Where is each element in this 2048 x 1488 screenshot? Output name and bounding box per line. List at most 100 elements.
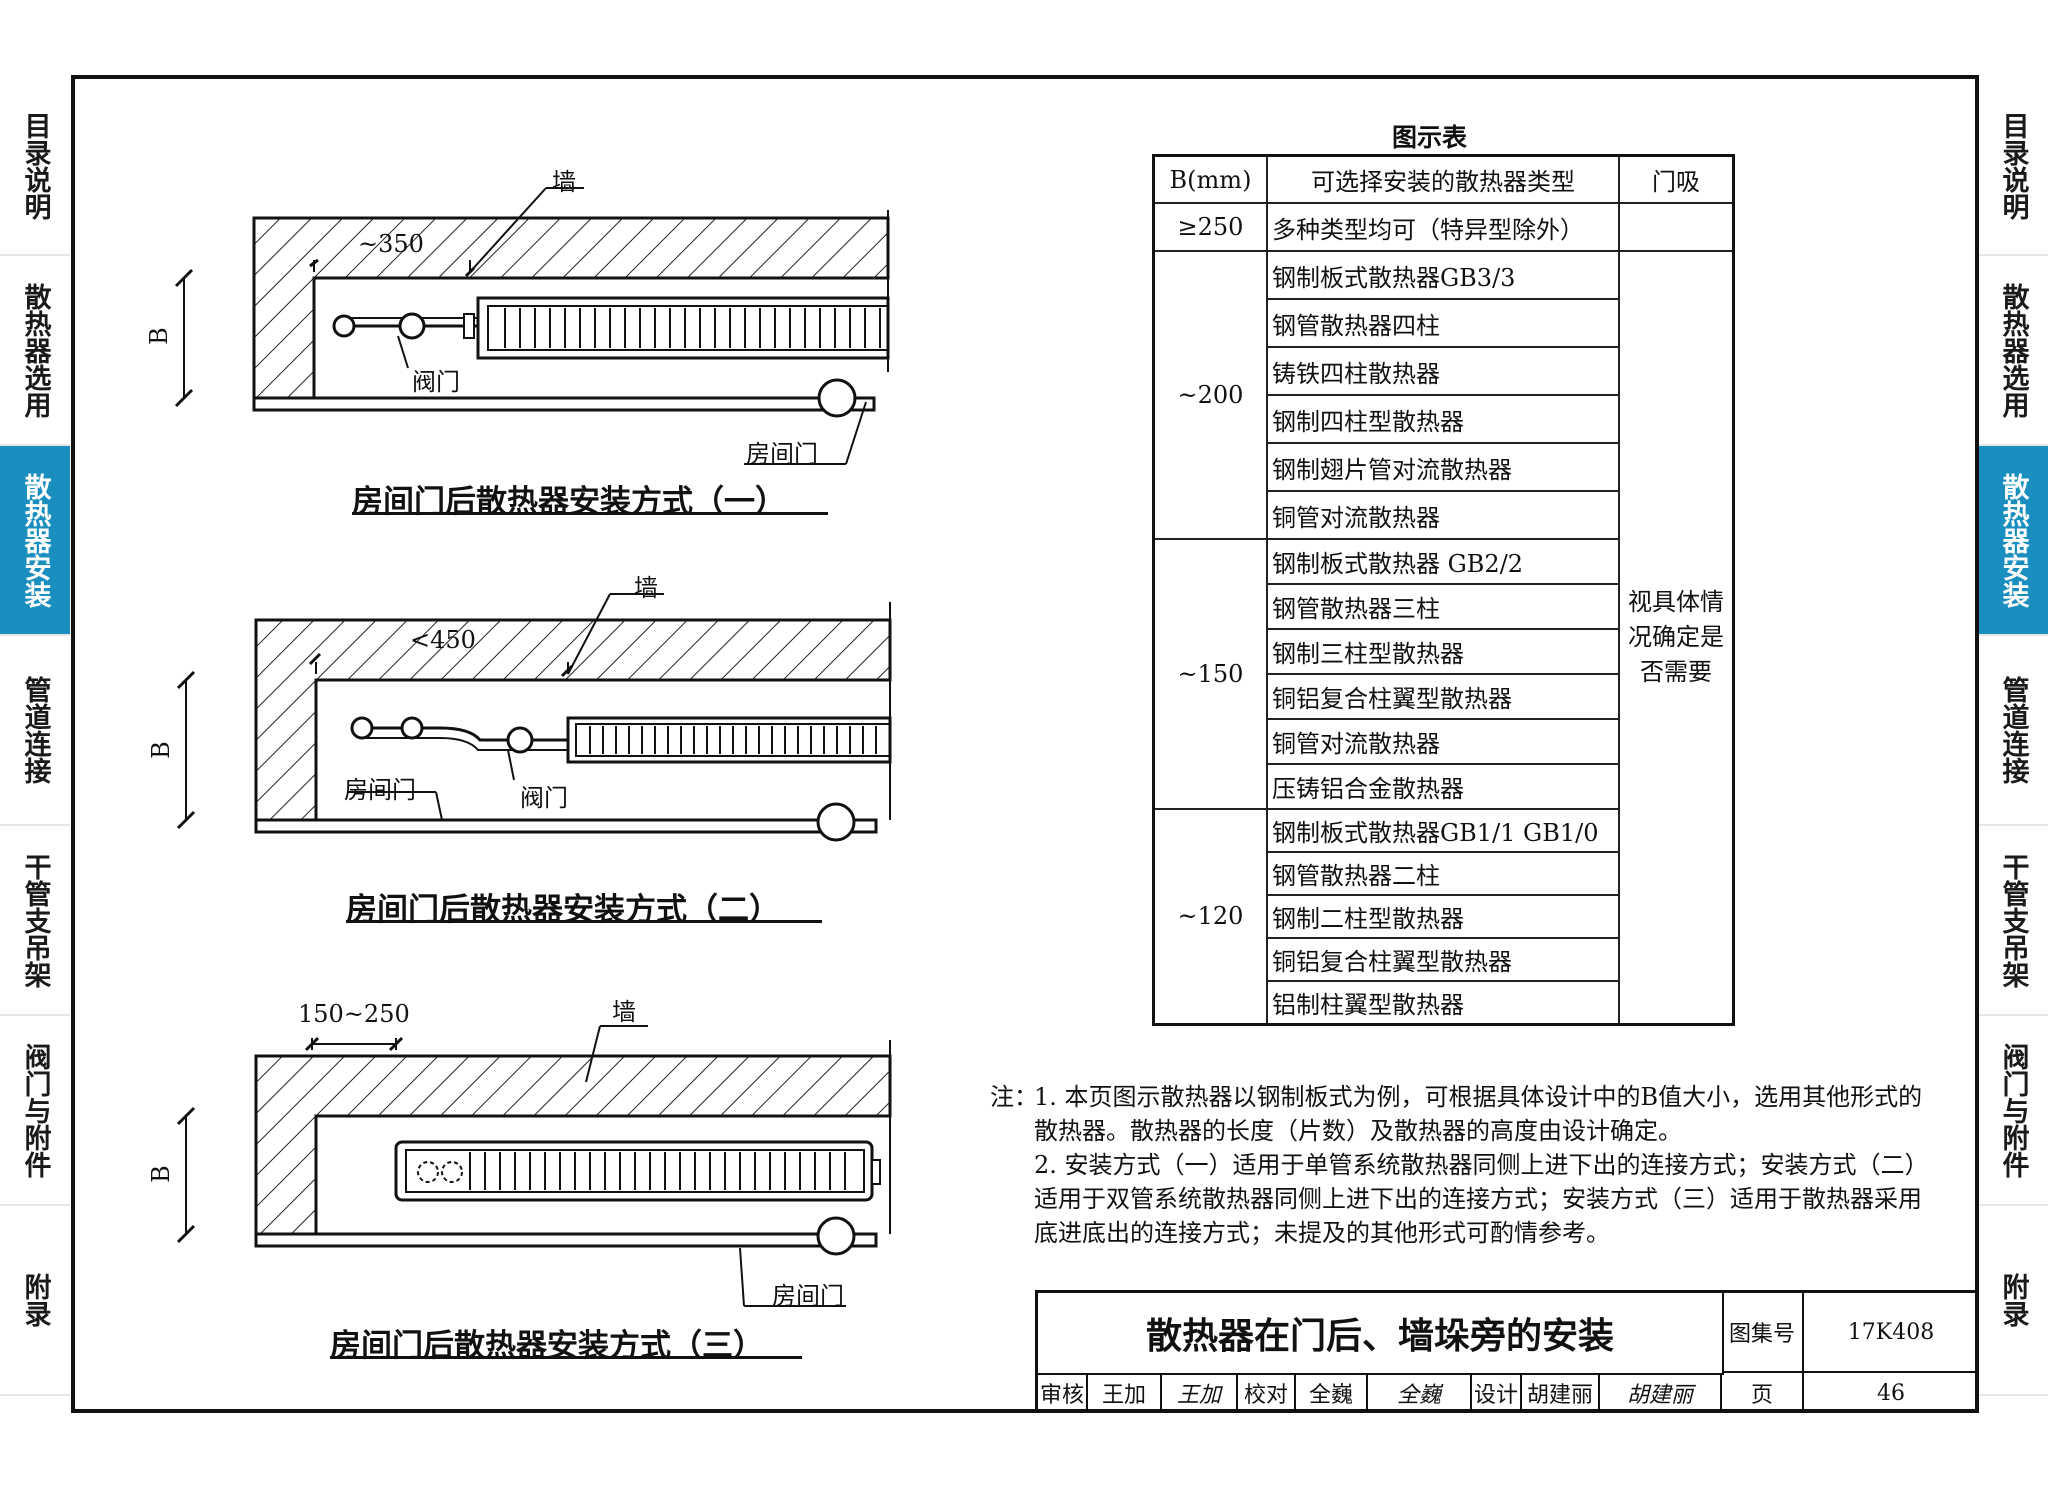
- left-tab-label: 散热器安装: [19, 472, 51, 608]
- right-tab-label: 散热器选用: [1997, 282, 2029, 418]
- left-tab-label: 附录: [19, 1273, 51, 1327]
- radiator-type-cell: 钢制四柱型散热器: [1266, 394, 1620, 444]
- drawing-3: [176, 1025, 892, 1307]
- design-label: 设计: [1472, 1373, 1522, 1413]
- legend-row: 铜铝复合柱翼型散热器: [1154, 937, 1734, 982]
- door-stop-note-cell: 视具体情况确定是否需要: [1618, 250, 1735, 1025]
- right-tab-5[interactable]: 干管支吊架: [1978, 826, 2048, 1016]
- radiator-type-cell: 铜管对流散热器: [1266, 490, 1620, 540]
- b-label-2: B: [146, 741, 175, 759]
- drawing-1: [174, 187, 890, 465]
- radiator-type-cell: 铸铁四柱散热器: [1266, 346, 1620, 396]
- b-label-1: B: [144, 327, 173, 345]
- legend-row: 钢管散热器二柱: [1154, 851, 1734, 896]
- legend-row: 钢管散热器三柱: [1154, 583, 1734, 630]
- legend-row: 压铸铝合金散热器: [1154, 763, 1734, 810]
- checker-name: 全巍: [1296, 1373, 1368, 1413]
- legend-row: 钢制四柱型散热器: [1154, 394, 1734, 444]
- right-tab-label: 阀门与附件: [1997, 1042, 2029, 1178]
- door-label-1: 房间门: [746, 440, 818, 468]
- b-label-3: B: [146, 1165, 175, 1183]
- designer-name: 胡建丽: [1522, 1373, 1600, 1413]
- header-door-stop: 门吸: [1618, 154, 1735, 204]
- left-tab-label: 干管支吊架: [19, 852, 51, 988]
- right-tab-4[interactable]: 管道连接: [1978, 636, 2048, 826]
- title-block: 散热器在门后、墙垛旁的安装 图集号 17K408 审核 王加 王加 校对 全巍 …: [1035, 1290, 1978, 1413]
- right-tab-label: 管道连接: [1997, 676, 2029, 784]
- drawing-frame: [71, 75, 1979, 1413]
- left-nav: 目录说明散热器选用散热器安装管道连接干管支吊架阀门与附件附录: [0, 78, 70, 1396]
- left-tab-label: 管道连接: [19, 676, 51, 784]
- right-nav: 目录说明散热器选用散热器安装管道连接干管支吊架阀门与附件附录: [1978, 78, 2048, 1396]
- page-number: 46: [1877, 1380, 1905, 1406]
- left-tab-2[interactable]: 散热器选用: [0, 256, 70, 446]
- left-tab-3[interactable]: 散热器安装: [0, 446, 70, 636]
- right-tab-6[interactable]: 阀门与附件: [1978, 1016, 2048, 1206]
- right-tab-3[interactable]: 散热器安装: [1978, 446, 2048, 636]
- door-stop: [816, 1216, 856, 1256]
- right-tab-label: 目录说明: [1997, 112, 2029, 220]
- legend-row: 钢制二柱型散热器: [1154, 894, 1734, 939]
- legend-table-title: 图示表: [1392, 123, 1468, 152]
- radiator-type-cell: 钢制板式散热器GB1/1 GB1/0: [1266, 808, 1620, 853]
- dimension-label-3: 150~250: [298, 1000, 410, 1028]
- right-tab-label: 附录: [1997, 1273, 2029, 1327]
- right-tab-1[interactable]: 目录说明: [1978, 78, 2048, 256]
- radiator-type-cell: 钢管散热器二柱: [1266, 851, 1620, 896]
- b-value-cell: ~120: [1152, 808, 1268, 1025]
- radiator-type-cell: 铜铝复合柱翼型散热器: [1266, 673, 1620, 720]
- legend-row: 钢制三柱型散热器: [1154, 628, 1734, 675]
- b-value-cell: ~150: [1152, 538, 1268, 810]
- legend-row: 铸铁四柱散热器: [1154, 346, 1734, 396]
- right-tab-label: 散热器安装: [1997, 472, 2029, 608]
- legend-row: 钢管散热器四柱: [1154, 298, 1734, 348]
- right-tab-7[interactable]: 附录: [1978, 1206, 2048, 1396]
- wall-label-3: 墙: [612, 998, 636, 1026]
- radiator-type-cell: 钢制板式散热器GB3/3: [1266, 250, 1620, 300]
- radiator-type-cell: 钢制板式散热器 GB2/2: [1266, 538, 1620, 585]
- left-tab-6[interactable]: 阀门与附件: [0, 1016, 70, 1206]
- wall-label-1: 墙: [552, 168, 576, 196]
- valve-symbol: [506, 726, 534, 754]
- left-tab-5[interactable]: 干管支吊架: [0, 826, 70, 1016]
- left-tab-1[interactable]: 目录说明: [0, 78, 70, 256]
- note-1: 1. 本页图示散热器以钢制板式为例，可根据具体设计中的B值大小，选用其他形式的散…: [1034, 1083, 1923, 1145]
- b-value-cell: ≥250: [1152, 202, 1268, 252]
- reviewer-signature: 王加: [1162, 1373, 1238, 1413]
- legend-row: 钢制翅片管对流散热器: [1154, 442, 1734, 492]
- note-2: 2. 安装方式（一）适用于单管系统散热器同侧上进下出的连接方式；安装方式（二）适…: [1034, 1151, 1929, 1247]
- reviewer-name: 王加: [1088, 1373, 1162, 1413]
- door-line: [252, 396, 876, 412]
- radiator-type-cell: 钢管散热器四柱: [1266, 298, 1620, 348]
- header-type: 可选择安装的散热器类型: [1266, 154, 1620, 204]
- caption-underline-2: [346, 920, 822, 923]
- valve-label-1: 阀门: [412, 368, 460, 396]
- radiator-type-cell: 钢制翅片管对流散热器: [1266, 442, 1620, 492]
- radiator-type-cell: 钢制三柱型散热器: [1266, 628, 1620, 675]
- caption-underline-3: [330, 1356, 802, 1359]
- checker-signature: 全巍: [1368, 1373, 1472, 1413]
- radiator-type-cell: 钢管散热器三柱: [1266, 583, 1620, 630]
- door-label-3: 房间门: [772, 1282, 844, 1310]
- page-label: 页: [1722, 1373, 1804, 1413]
- valve-label-2: 阀门: [520, 784, 568, 812]
- wall-label-2: 墙: [634, 574, 658, 602]
- atlas-number: 17K408: [1804, 1293, 1978, 1373]
- review-label: 审核: [1038, 1373, 1088, 1413]
- door-stop: [817, 378, 857, 418]
- radiator-type-cell: 铝制柱翼型散热器: [1266, 980, 1620, 1025]
- designer-signature: 胡建丽: [1600, 1373, 1722, 1413]
- check-label: 校对: [1238, 1373, 1296, 1413]
- left-tab-4[interactable]: 管道连接: [0, 636, 70, 826]
- legend-row: 铜管对流散热器: [1154, 718, 1734, 765]
- door-stop-empty-cell: [1618, 202, 1735, 252]
- left-tab-7[interactable]: 附录: [0, 1206, 70, 1396]
- right-tab-2[interactable]: 散热器选用: [1978, 256, 2048, 446]
- dimension-label-2: <450: [410, 626, 476, 654]
- left-tab-label: 散热器选用: [19, 282, 51, 418]
